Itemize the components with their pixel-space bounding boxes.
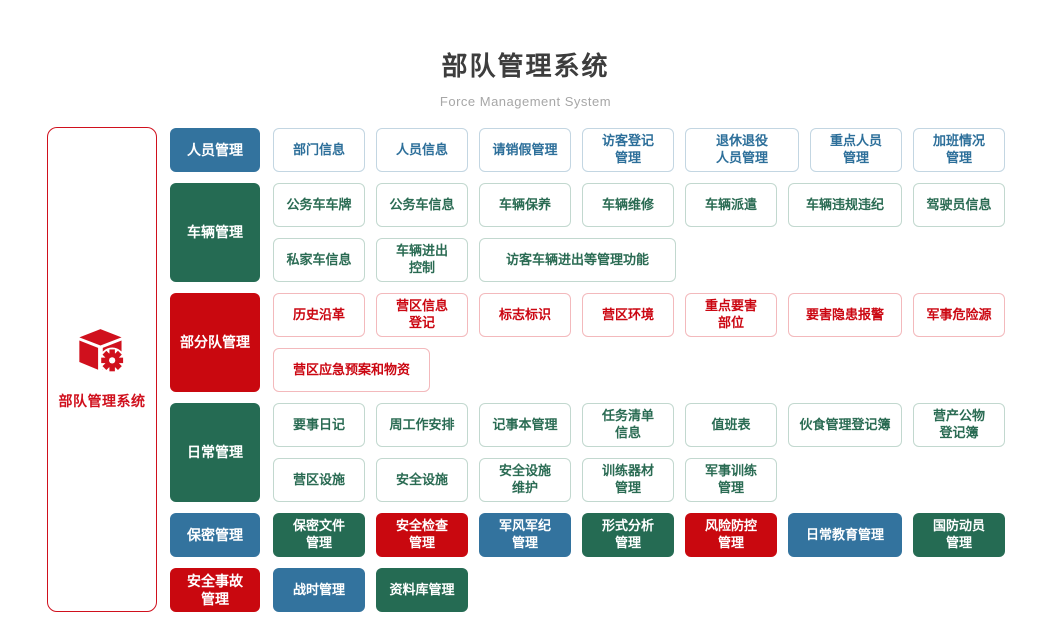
module-line: 私家车信息车辆进出 控制访客车辆进出等管理功能 (273, 238, 1005, 282)
module-button[interactable]: 军风军纪 管理 (479, 513, 571, 557)
module-button[interactable]: 军事训练 管理 (685, 458, 777, 502)
cube-gear-icon (77, 328, 127, 379)
module-line: 战时管理资料库管理 (273, 568, 468, 612)
root-system-box[interactable]: 部队管理系统 (47, 127, 157, 612)
module-button[interactable]: 营区环境 (582, 293, 674, 337)
module-button[interactable]: 访客车辆进出等管理功能 (479, 238, 676, 282)
category-button[interactable]: 日常管理 (170, 403, 260, 502)
module-row: 日常管理要事日记周工作安排记事本管理任务清单 信息值班表伙食管理登记簿营产公物 … (170, 403, 1005, 502)
module-button[interactable]: 安全设施 (376, 458, 468, 502)
module-button[interactable]: 保密文件 管理 (273, 513, 365, 557)
module-lines: 部门信息人员信息请销假管理访客登记 管理退休退役 人员管理重点人员 管理加班情况… (273, 128, 1005, 172)
module-button[interactable]: 资料库管理 (376, 568, 468, 612)
module-rows: 人员管理部门信息人员信息请销假管理访客登记 管理退休退役 人员管理重点人员 管理… (170, 128, 1005, 612)
module-lines: 保密文件 管理安全检查 管理军风军纪 管理形式分析 管理风险防控 管理日常教育管… (273, 513, 1005, 557)
module-row: 安全事故 管理战时管理资料库管理 (170, 568, 1005, 612)
page-header: 部队管理系统 Force Management System (0, 0, 1051, 109)
module-button[interactable]: 重点要害 部位 (685, 293, 777, 337)
module-button[interactable]: 车辆保养 (479, 183, 571, 227)
root-system-label: 部队管理系统 (58, 393, 146, 409)
module-button[interactable]: 人员信息 (376, 128, 468, 172)
module-lines: 战时管理资料库管理 (273, 568, 468, 612)
module-line: 部门信息人员信息请销假管理访客登记 管理退休退役 人员管理重点人员 管理加班情况… (273, 128, 1005, 172)
module-row: 人员管理部门信息人员信息请销假管理访客登记 管理退休退役 人员管理重点人员 管理… (170, 128, 1005, 172)
module-button[interactable]: 风险防控 管理 (685, 513, 777, 557)
module-button[interactable]: 驾驶员信息 (913, 183, 1005, 227)
module-button[interactable]: 伙食管理登记簿 (788, 403, 902, 447)
module-button[interactable]: 安全检查 管理 (376, 513, 468, 557)
module-lines: 要事日记周工作安排记事本管理任务清单 信息值班表伙食管理登记簿营产公物 登记簿营… (273, 403, 1005, 502)
module-lines: 公务车车牌公务车信息车辆保养车辆维修车辆派遣车辆违规违纪驾驶员信息私家车信息车辆… (273, 183, 1005, 282)
module-button[interactable]: 训练器材 管理 (582, 458, 674, 502)
module-button[interactable]: 要事日记 (273, 403, 365, 447)
module-button[interactable]: 记事本管理 (479, 403, 571, 447)
module-line: 营区应急预案和物资 (273, 348, 1005, 392)
module-row: 部分队管理历史沿革营区信息 登记标志标识营区环境重点要害 部位要害隐患报警军事危… (170, 293, 1005, 392)
category-button[interactable]: 安全事故 管理 (170, 568, 260, 612)
module-button[interactable]: 重点人员 管理 (810, 128, 902, 172)
module-button[interactable]: 国防动员 管理 (913, 513, 1005, 557)
module-button[interactable]: 私家车信息 (273, 238, 365, 282)
module-button[interactable]: 任务清单 信息 (582, 403, 674, 447)
category-button[interactable]: 部分队管理 (170, 293, 260, 392)
module-button[interactable]: 标志标识 (479, 293, 571, 337)
module-button[interactable]: 值班表 (685, 403, 777, 447)
category-button[interactable]: 人员管理 (170, 128, 260, 172)
page-subtitle: Force Management System (439, 94, 612, 109)
module-row: 保密管理保密文件 管理安全检查 管理军风军纪 管理形式分析 管理风险防控 管理日… (170, 513, 1005, 557)
module-button[interactable]: 公务车信息 (376, 183, 468, 227)
module-button[interactable]: 公务车车牌 (273, 183, 365, 227)
module-button[interactable]: 营区设施 (273, 458, 365, 502)
module-button[interactable]: 车辆进出 控制 (376, 238, 468, 282)
module-button[interactable]: 营产公物 登记簿 (913, 403, 1005, 447)
module-button[interactable]: 营区信息 登记 (376, 293, 468, 337)
module-line: 保密文件 管理安全检查 管理军风军纪 管理形式分析 管理风险防控 管理日常教育管… (273, 513, 1005, 557)
module-button[interactable]: 日常教育管理 (788, 513, 902, 557)
module-button[interactable]: 周工作安排 (376, 403, 468, 447)
module-button[interactable]: 加班情况 管理 (913, 128, 1005, 172)
category-button[interactable]: 保密管理 (170, 513, 260, 557)
module-button[interactable]: 历史沿革 (273, 293, 365, 337)
module-line: 公务车车牌公务车信息车辆保养车辆维修车辆派遣车辆违规违纪驾驶员信息 (273, 183, 1005, 227)
module-button[interactable]: 战时管理 (273, 568, 365, 612)
module-button[interactable]: 要害隐患报警 (788, 293, 902, 337)
module-line: 要事日记周工作安排记事本管理任务清单 信息值班表伙食管理登记簿营产公物 登记簿 (273, 403, 1005, 447)
module-button[interactable]: 营区应急预案和物资 (273, 348, 430, 392)
module-button[interactable]: 退休退役 人员管理 (685, 128, 799, 172)
module-button[interactable]: 安全设施 维护 (479, 458, 571, 502)
module-line: 营区设施安全设施安全设施 维护训练器材 管理军事训练 管理 (273, 458, 1005, 502)
module-button[interactable]: 军事危险源 (913, 293, 1005, 337)
category-button[interactable]: 车辆管理 (170, 183, 260, 282)
module-button[interactable]: 车辆维修 (582, 183, 674, 227)
module-line: 历史沿革营区信息 登记标志标识营区环境重点要害 部位要害隐患报警军事危险源 (273, 293, 1005, 337)
page-title: 部队管理系统 (441, 51, 610, 81)
system-diagram: 部队管理系统 人员管理部门信息人员信息请销假管理访客登记 管理退休退役 人员管理… (47, 127, 1005, 612)
module-lines: 历史沿革营区信息 登记标志标识营区环境重点要害 部位要害隐患报警军事危险源营区应… (273, 293, 1005, 392)
module-button[interactable]: 形式分析 管理 (582, 513, 674, 557)
module-button[interactable]: 车辆违规违纪 (788, 183, 902, 227)
module-button[interactable]: 请销假管理 (479, 128, 571, 172)
module-button[interactable]: 访客登记 管理 (582, 128, 674, 172)
module-button[interactable]: 部门信息 (273, 128, 365, 172)
module-row: 车辆管理公务车车牌公务车信息车辆保养车辆维修车辆派遣车辆违规违纪驾驶员信息私家车… (170, 183, 1005, 282)
module-button[interactable]: 车辆派遣 (685, 183, 777, 227)
